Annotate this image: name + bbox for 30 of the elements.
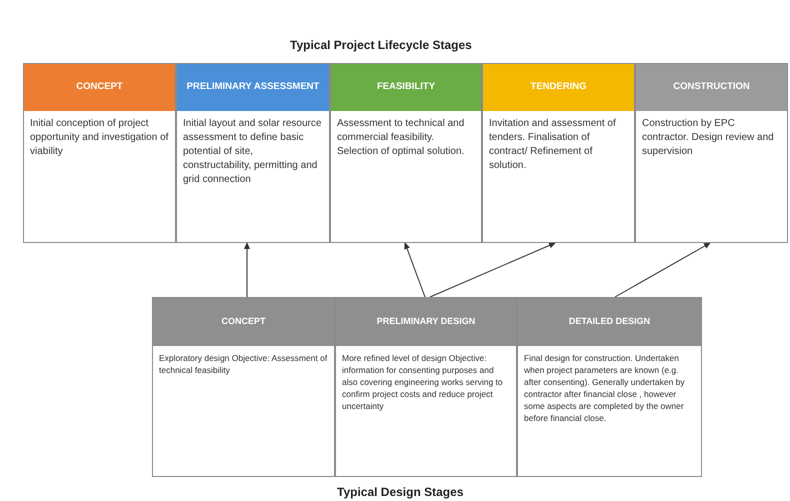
stage-description: Assessment to technical and commercial feasibility. Selection of optimal solution. xyxy=(336,117,466,159)
arrow xyxy=(614,242,711,298)
stage-column xyxy=(482,63,635,243)
stage-column xyxy=(176,63,330,243)
stage-description: Final design for construction. Undertaken when project parameters are known (e.g. after consenting). Generally undertaken by contractor after financial close , however some aspects are completed by the owner before financial close. xyxy=(523,352,686,424)
stage-header: DETAILED DESIGN xyxy=(518,298,701,346)
stage-description: Initial layout and solar resource assessment to define basic potential of site, constructability, permitting and grid connection xyxy=(182,117,322,187)
stage-description: Initial conception of project opportunity and investigation of viability xyxy=(29,117,170,159)
stage-column xyxy=(152,297,335,477)
stage-column xyxy=(635,63,788,243)
arrow xyxy=(430,242,556,298)
stage-column xyxy=(517,297,702,477)
stage-header: PRELIMINARY ASSESSMENT xyxy=(177,64,329,111)
stage-column xyxy=(23,63,176,243)
stage-header: PRELIMINARY DESIGN xyxy=(336,298,516,346)
stage-description: More refined level of design Objective: information for consenting purposes and also covering engineering works serving to confirm project costs and reduce project uncertainty xyxy=(341,352,504,412)
stage-header: CONSTRUCTION xyxy=(636,64,787,111)
stage-header: FEASIBILITY xyxy=(331,64,481,111)
stage-description: Exploratory design Objective: Assessment of technical feasibility xyxy=(158,352,328,376)
stage-header: CONCEPT xyxy=(153,298,334,346)
stage-header: TENDERING xyxy=(483,64,634,111)
stage-column xyxy=(335,297,517,477)
arrow xyxy=(404,242,426,298)
arrow xyxy=(244,242,250,298)
stage-description: Invitation and assessment of tenders. Finalisation of contract/ Refinement of solution. xyxy=(488,117,617,173)
stage-column xyxy=(330,63,482,243)
diagram-caption: Typical Design Stages xyxy=(337,484,464,501)
stage-description: Construction by EPC contractor. Design review and supervision xyxy=(641,117,775,159)
stage-header: CONCEPT xyxy=(24,64,175,111)
diagram-title: Typical Project Lifecycle Stages xyxy=(290,37,472,54)
